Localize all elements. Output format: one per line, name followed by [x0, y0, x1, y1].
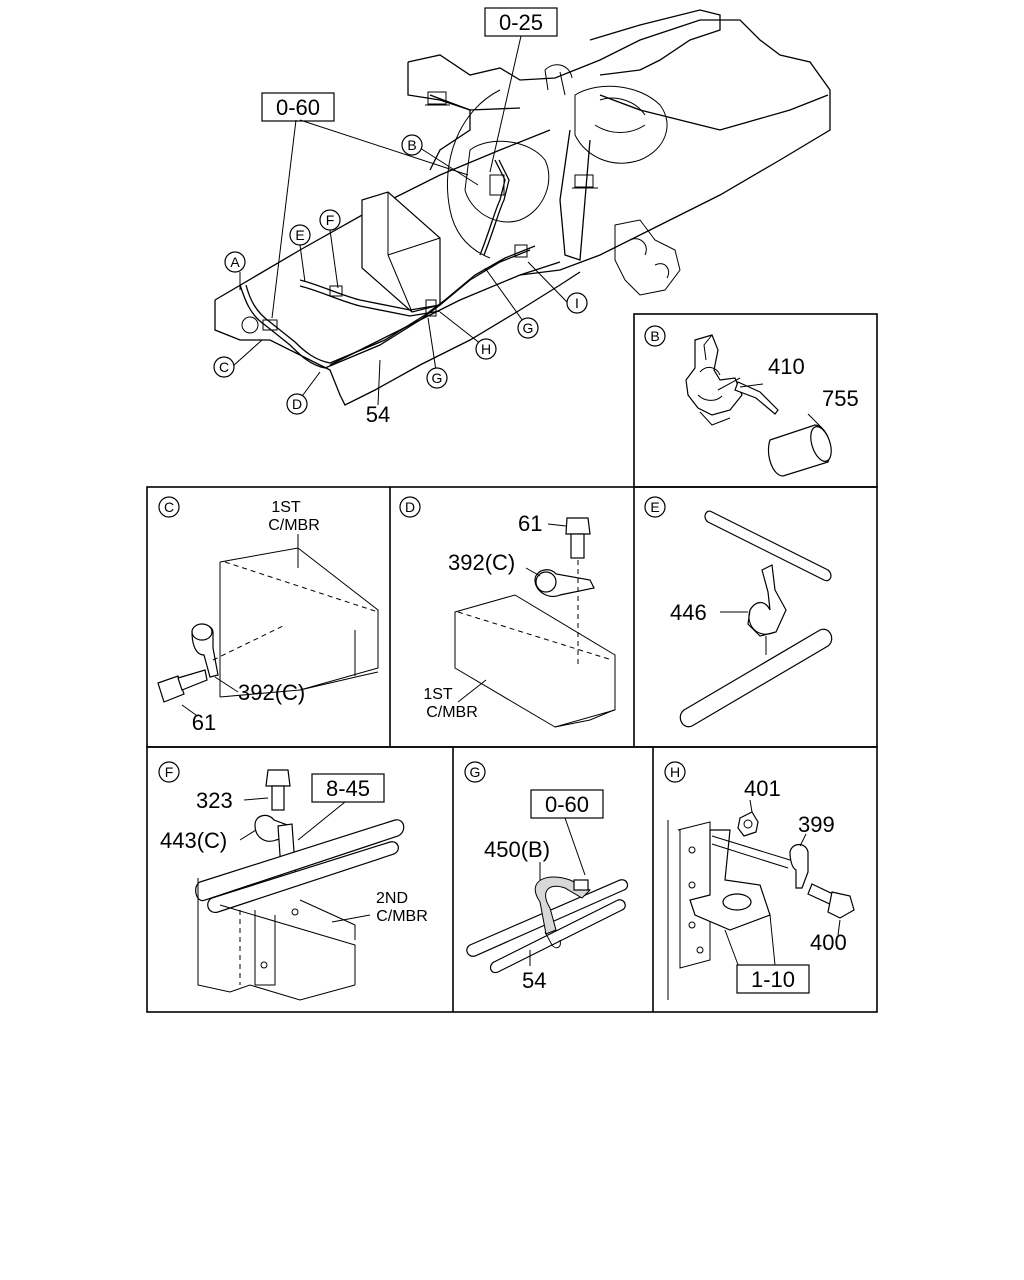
ref-0-25: 0-25 — [499, 10, 543, 35]
part-400: 400 — [810, 930, 847, 955]
part-755: 755 — [822, 386, 859, 411]
callout-d-letter: D — [292, 396, 302, 412]
ref-box-1-10 — [736, 964, 810, 994]
callout-i: I — [566, 292, 588, 314]
callout-f-letter: F — [326, 212, 335, 228]
detail-d: D 61 392(C) 1ST C/MBR — [399, 496, 616, 728]
part-401: 401 — [744, 776, 781, 801]
detail-d-member-line2: C/MBR — [426, 704, 478, 721]
part-61-c: 61 — [192, 710, 216, 735]
callout-c: C — [213, 356, 235, 378]
callout-g-1: G — [426, 367, 448, 389]
ref-box-0-60-g — [530, 789, 604, 819]
detail-frames — [146, 313, 878, 1013]
callout-i-letter: I — [575, 295, 579, 311]
detail-f: F 8-45 323 443(C) 2ND C/MBR — [158, 761, 428, 1001]
ref-box-0-60-main — [261, 92, 335, 122]
detail-c-member-line2: C/MBR — [268, 517, 320, 534]
part-450b: 450(B) — [484, 837, 550, 862]
detail-h-letter: H — [670, 764, 680, 780]
detail-c-letter: C — [164, 499, 174, 515]
part-54-main: 54 — [366, 402, 390, 427]
detail-h: H 401 399 400 1-10 — [664, 761, 855, 1000]
detail-f-letter: F — [165, 764, 174, 780]
part-443c: 443(C) — [160, 828, 227, 853]
ref-8-45: 8-45 — [326, 776, 370, 801]
detail-d-member-line1: 1ST — [423, 686, 453, 703]
callout-a: A — [224, 251, 246, 273]
part-446: 446 — [670, 600, 707, 625]
detail-c: C 1ST C/MBR 61 392(C) — [157, 496, 379, 735]
callout-f: F — [319, 209, 341, 231]
callout-h-letter: H — [481, 341, 491, 357]
detail-b: B 410 755 — [644, 325, 859, 477]
chassis-illustration: 0-25 0-60 — [213, 7, 831, 427]
detail-c-member-line1: 1ST — [271, 499, 301, 516]
part-392c-d: 392(C) — [448, 550, 515, 575]
callout-b: B — [401, 134, 423, 156]
part-399: 399 — [798, 812, 835, 837]
ref-0-60-main: 0-60 — [276, 95, 320, 120]
detail-e-letter: E — [650, 499, 659, 515]
callout-a-letter: A — [230, 254, 240, 270]
detail-e: E 446 — [644, 496, 833, 728]
part-323: 323 — [196, 788, 233, 813]
callout-g-letter-1: G — [432, 370, 443, 386]
detail-f-member-line1: 2ND — [376, 890, 408, 907]
detail-d-letter: D — [405, 499, 415, 515]
part-61-d: 61 — [518, 511, 542, 536]
callout-d: D — [286, 393, 308, 415]
ref-1-10: 1-10 — [751, 967, 795, 992]
callout-b-letter: B — [407, 137, 416, 153]
callout-h: H — [475, 338, 497, 360]
callout-g-2: G — [517, 317, 539, 339]
part-54-g: 54 — [522, 968, 546, 993]
callout-g-letter-2: G — [523, 320, 534, 336]
part-392c-c: 392(C) — [238, 680, 305, 705]
detail-f-member-line2: C/MBR — [376, 908, 428, 925]
callout-e-letter: E — [295, 227, 304, 243]
callout-e: E — [289, 224, 311, 246]
callout-c-letter: C — [219, 359, 229, 375]
ref-0-60-g: 0-60 — [545, 792, 589, 817]
detail-g: G 0-60 450(B) 54 — [464, 761, 629, 993]
ref-box-0-25 — [484, 7, 558, 37]
detail-b-letter: B — [650, 328, 659, 344]
detail-g-letter: G — [470, 764, 481, 780]
ref-box-8-45 — [311, 773, 385, 803]
part-410: 410 — [768, 354, 805, 379]
